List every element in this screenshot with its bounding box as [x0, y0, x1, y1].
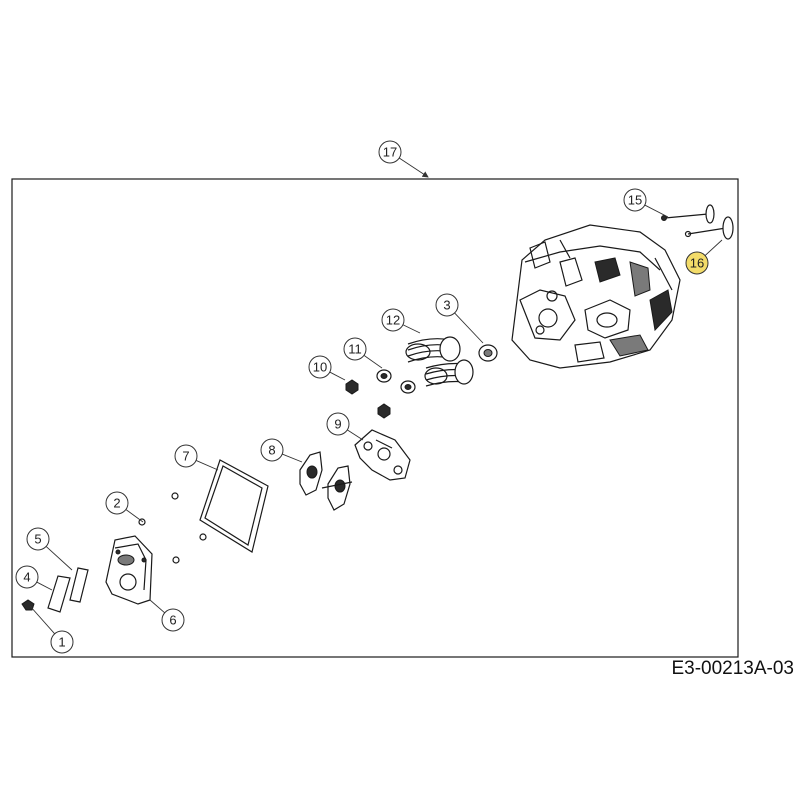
- callout-leader-9: [347, 429, 364, 441]
- callout-circle-9: [326, 412, 350, 436]
- callout-number-11: 11: [348, 342, 362, 357]
- callout-leader-11: [363, 354, 383, 369]
- callout-number-7: 7: [182, 449, 189, 464]
- cylinder-head: [511, 224, 681, 369]
- callout-8: 8: [260, 438, 303, 463]
- rocker-cover: [105, 535, 153, 605]
- callout-number-15: 15: [628, 193, 642, 208]
- callout-5: 5: [26, 527, 73, 571]
- callout-number-9: 9: [334, 417, 341, 432]
- callout-circle-11: [343, 337, 367, 361]
- callout-number-17: 17: [383, 145, 397, 160]
- callout-17: 17: [378, 140, 429, 178]
- callout-circle-8: [260, 438, 284, 462]
- callout-number-5: 5: [34, 532, 41, 547]
- callout-circle-2: [105, 491, 129, 515]
- callout-number-12: 12: [386, 313, 400, 328]
- callout-circle-15: [623, 188, 647, 212]
- callout-number-2: 2: [113, 496, 120, 511]
- callout-circle-1: [50, 630, 74, 654]
- callout-leader-10: [329, 371, 346, 381]
- callout-leader-2: [125, 509, 144, 523]
- callout-12: 12: [381, 308, 421, 334]
- callout-circle-5: [26, 527, 50, 551]
- callout-circle-3: [435, 293, 459, 317]
- callout-circle-10: [308, 355, 332, 379]
- callout-10: 10: [308, 355, 346, 381]
- callout-leader-8: [282, 453, 303, 463]
- callout-number-3: 3: [443, 298, 450, 313]
- callout-1: 1: [29, 605, 74, 654]
- callout-16: 16: [685, 239, 723, 275]
- callout-number-16: 16: [690, 256, 704, 271]
- callout-number-10: 10: [313, 360, 327, 375]
- callout-leader-7: [195, 459, 219, 471]
- rocker-nut: [345, 379, 391, 419]
- drawing-code: E3-00213A-03: [671, 658, 794, 679]
- callout-circle-16: [685, 251, 709, 275]
- callout-circle-6: [161, 608, 185, 632]
- callout-leader-16: [704, 239, 723, 256]
- callout-circle-7: [174, 444, 198, 468]
- rocker-cover-gasket: [199, 459, 269, 553]
- callout-15: 15: [623, 188, 669, 218]
- pushrod-guide-plate: [354, 429, 411, 481]
- callout-2: 2: [105, 491, 144, 523]
- callout-leader-15: [644, 204, 669, 218]
- breather-bracket: [47, 567, 89, 613]
- valve-exhaust: [684, 216, 734, 240]
- callout-number-1: 1: [58, 635, 65, 650]
- callout-leader-3: [454, 312, 484, 344]
- valve-spring-lower: [424, 359, 474, 387]
- callout-leader-1: [29, 605, 56, 635]
- callout-number-4: 4: [23, 570, 30, 585]
- callout-number-6: 6: [169, 613, 176, 628]
- callout-leader-17: [398, 157, 429, 178]
- callout-6: 6: [149, 599, 185, 632]
- callout-7: 7: [174, 444, 219, 471]
- callout-3: 3: [435, 293, 484, 344]
- rocker-arm-left: [299, 451, 323, 496]
- valve-cap-washer: [376, 369, 416, 394]
- callout-leader-12: [402, 324, 421, 334]
- callout-circle-12: [381, 308, 405, 332]
- callout-circle-4: [15, 565, 39, 589]
- cover-bolts: [138, 492, 207, 564]
- valve-spring-upper: [405, 336, 461, 363]
- callout-number-8: 8: [268, 443, 275, 458]
- assembly-frame: [11, 178, 739, 658]
- callout-leader-4: [36, 581, 53, 591]
- spring-retainer: [478, 344, 498, 362]
- callout-leader-6: [149, 599, 165, 614]
- callout-11: 11: [343, 337, 383, 369]
- callout-leader-5: [45, 546, 73, 571]
- valve-intake: [661, 204, 715, 224]
- callout-circle-17: [378, 140, 402, 164]
- callout-4: 4: [15, 565, 53, 591]
- rocker-arm-right: [321, 465, 353, 511]
- callout-9: 9: [326, 412, 364, 441]
